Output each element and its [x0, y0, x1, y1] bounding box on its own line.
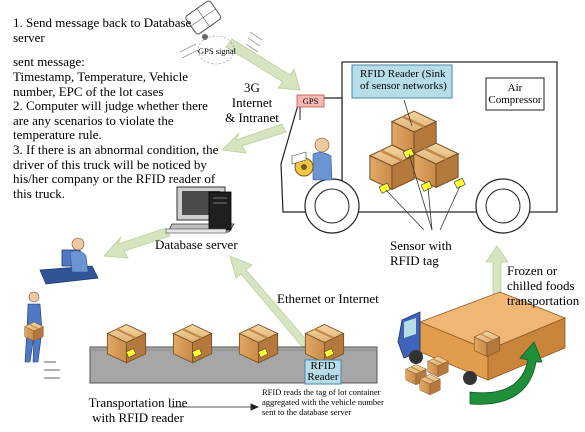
arrow-truck-to-network [221, 123, 287, 154]
transport-line-label: Transportation line with RFID reader [88, 395, 188, 425]
step-2-text: 2. Computer will judge whether there are… [13, 98, 208, 143]
database-server-icon [165, 186, 235, 234]
sensor-tag [453, 177, 466, 189]
rfid-reader-box [304, 359, 342, 385]
conveyor-crate [172, 323, 213, 364]
sensor-tags [378, 147, 466, 194]
step-1-subtitle: sent message: [13, 54, 85, 69]
frozen-foods-label: Frozen or chilled foods transportation [507, 263, 580, 308]
rfid-note-text: RFID reads the tag of lot container aggr… [262, 387, 384, 417]
transport-note-arrow [170, 403, 260, 411]
driver-icon [291, 137, 333, 181]
sensor-tag-label: Sensor with RFID tag [390, 238, 452, 268]
ethernet-label: Ethernet or Internet [277, 291, 379, 306]
step-1-text: 1. Send message back to Database server [13, 15, 192, 45]
conveyor-crates [106, 323, 345, 364]
gps-satellite-icon [179, 0, 263, 65]
sensor-tag [378, 182, 391, 194]
gps-box-label: GPS [302, 96, 319, 106]
worker-with-box-icon [24, 291, 60, 379]
step-3-text: 3. If there is an abnormal condition, th… [13, 142, 219, 201]
conveyor-crate [238, 323, 279, 364]
arrow-gps-to-truck [225, 38, 301, 91]
flow-arrows [103, 38, 509, 350]
network-label: 3G Internet & Intranet [225, 80, 279, 125]
truck [280, 61, 558, 234]
gps-box [296, 94, 325, 108]
database-server-label: Database server [155, 237, 238, 252]
turn-arrow [469, 341, 543, 405]
arrow-server-to-client [103, 227, 171, 259]
conveyor-crate [304, 323, 345, 364]
conveyor-crate [106, 323, 147, 364]
arrow-frozen-up [485, 245, 509, 299]
rfid-sink-box [351, 64, 453, 99]
rfid-sink-label: RFID Reader (Sink of sensor networks) [360, 68, 447, 92]
air-compressor-box [485, 77, 545, 111]
office-worker-icon [39, 237, 99, 285]
arrow-reader-to-server [229, 255, 311, 350]
step-1-fields: Timestamp, Temperature, Vehicle number, … [13, 69, 189, 99]
delivery-truck-icon [397, 291, 567, 405]
gps-signal-label: GPS signal [198, 46, 237, 56]
rfid-reader-label: RFID Reader [307, 360, 339, 383]
air-compressor-label: Air Compressor [488, 82, 542, 106]
